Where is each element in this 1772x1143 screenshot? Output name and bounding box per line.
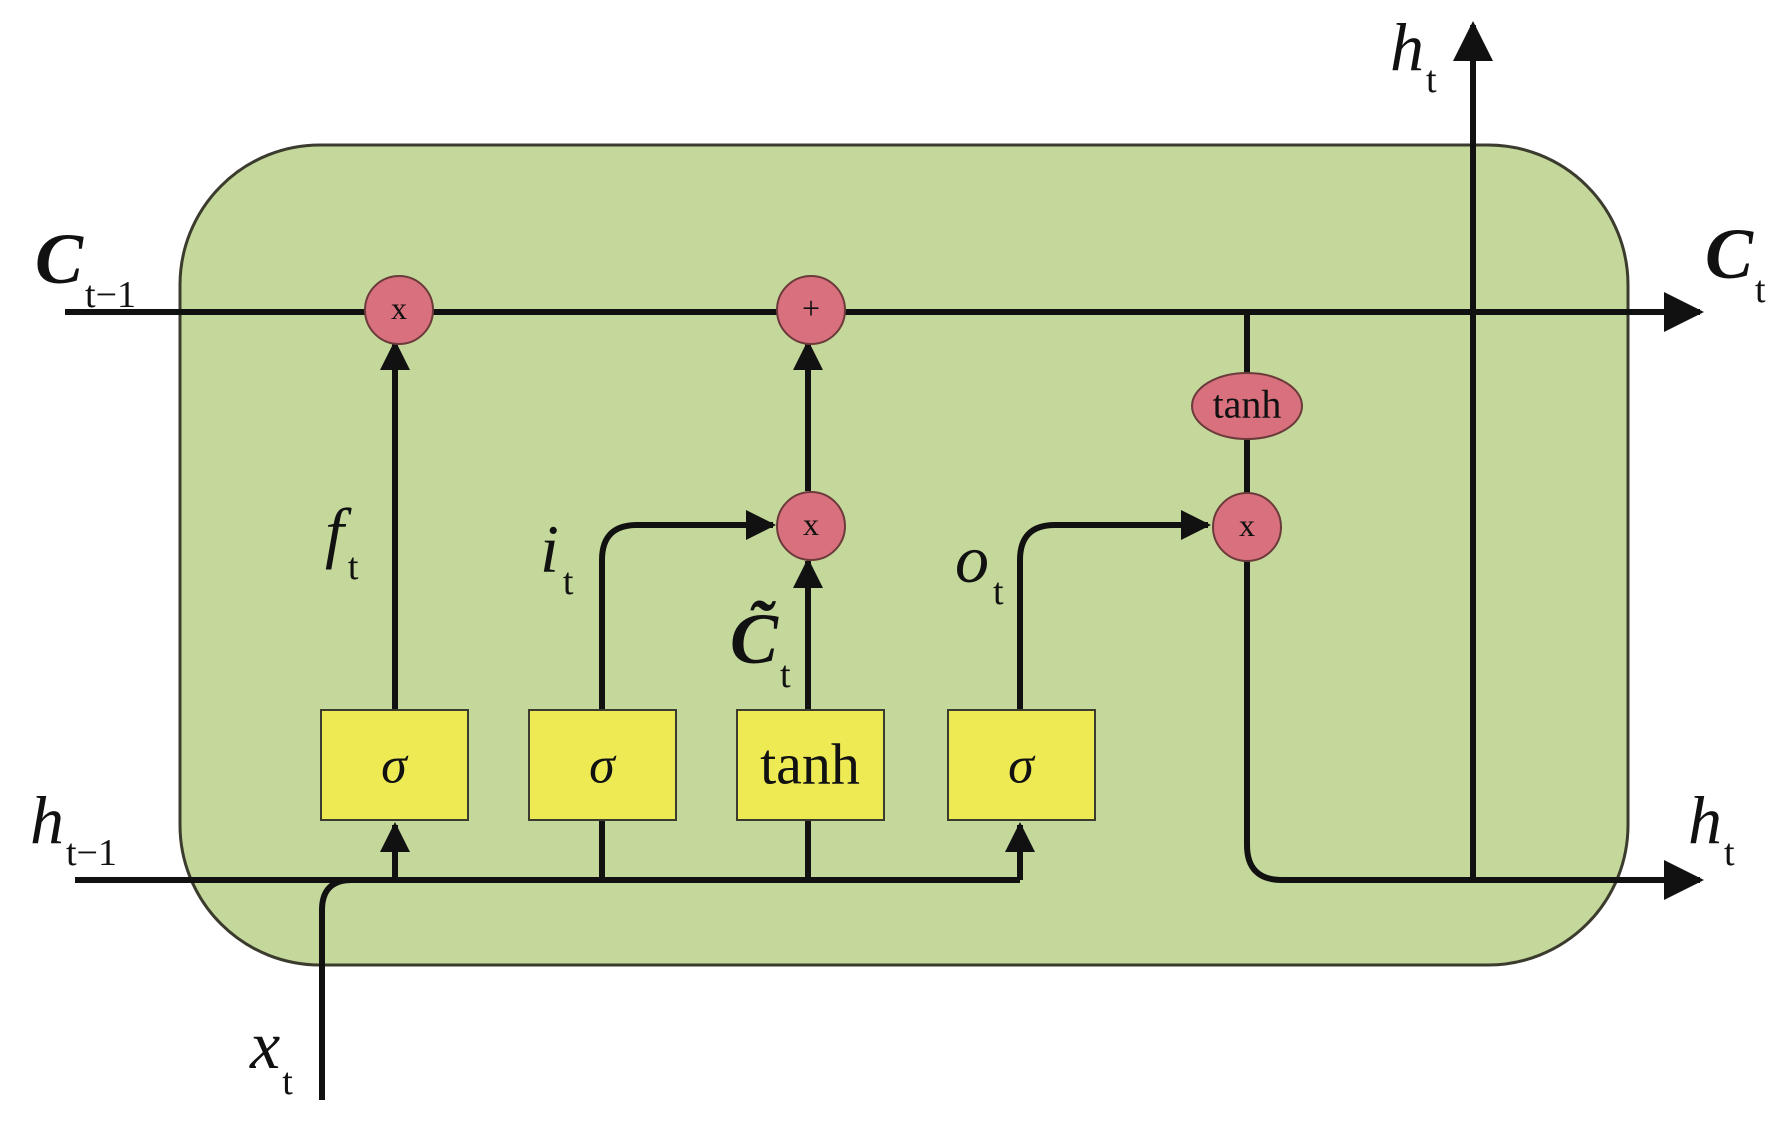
label-x-in: xt: [249, 1007, 293, 1103]
gate-output: σ: [947, 709, 1096, 821]
op-output-mult: x: [1212, 492, 1282, 562]
label-h-out-top: ht: [1390, 9, 1437, 101]
op-forget-mult: x: [364, 275, 434, 345]
gate-output-label: σ: [1008, 738, 1036, 795]
op-input-mult: x: [776, 491, 846, 561]
label-candidate: C̃t: [730, 599, 791, 696]
label-h-prev: ht−1: [30, 782, 117, 874]
label-c-out: Ct: [1705, 214, 1766, 311]
gate-candidate: tanh: [736, 709, 885, 821]
op-input-mult-label: x: [803, 506, 819, 542]
label-h-out-right: ht: [1688, 782, 1735, 874]
gate-forget: σ: [320, 709, 469, 821]
output-gate-out-wire: [1017, 510, 1211, 710]
op-output-mult-label: x: [1239, 507, 1255, 543]
input-gate-out-wire: [599, 510, 776, 710]
gate-input: σ: [528, 709, 677, 821]
x-input-wire: [319, 877, 353, 1100]
op-forget-mult-label: x: [391, 290, 407, 326]
gate-candidate-label: tanh: [760, 732, 860, 797]
hidden-output-wire: [1244, 561, 1704, 900]
op-cell-add-label: +: [802, 290, 820, 326]
op-cell-tanh-label: tanh: [1213, 382, 1282, 427]
gate-input-label: σ: [589, 738, 617, 795]
op-cell-tanh: tanh: [1191, 372, 1303, 440]
label-c-prev: Ct−1: [35, 219, 136, 316]
gate-forget-label: σ: [381, 738, 409, 795]
op-cell-add: +: [776, 275, 846, 345]
